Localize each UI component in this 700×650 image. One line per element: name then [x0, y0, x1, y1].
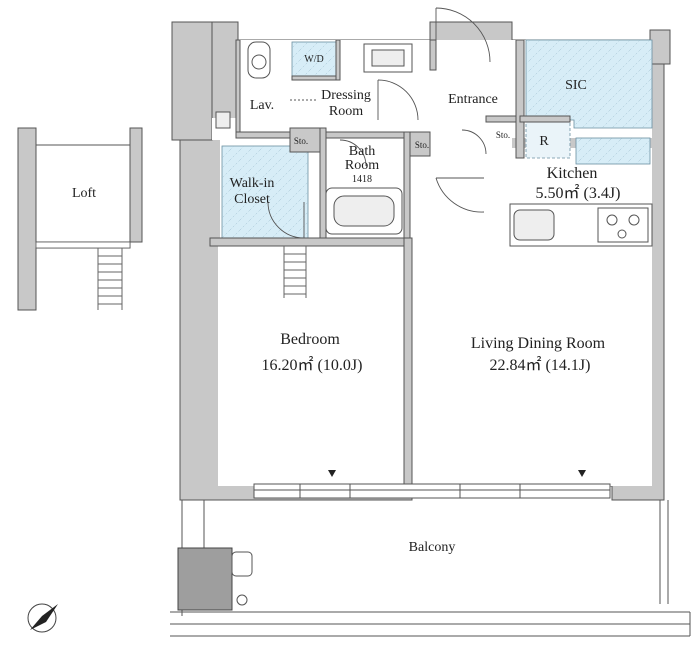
windows [253, 483, 611, 499]
compass-icon [27, 603, 58, 633]
fixtures [215, 41, 653, 247]
sto-label-2: Sto. [414, 140, 430, 150]
entrance-label: Entrance [448, 92, 498, 107]
balcony [170, 500, 691, 637]
outdoor-unit [177, 547, 233, 611]
bedroom-label: Bedroom [280, 331, 340, 348]
living-dining-room-label: Living Dining Room [470, 335, 606, 352]
bath-room-label-1: Bath [348, 144, 376, 159]
lav-label: Lav. [249, 98, 275, 113]
balcony-label: Balcony [408, 540, 456, 555]
wet-areas [221, 39, 653, 239]
living-dining-room-area-label: 22.84㎡ (14.1J) [489, 357, 591, 374]
bedroom-area-label: 16.20㎡ (10.0J) [261, 357, 363, 374]
walk-in-closet-label-1: Walk-in [229, 176, 275, 191]
refrigerator-label: R [539, 134, 549, 149]
door-swings [267, 7, 491, 239]
wd-label: W/D [304, 54, 324, 65]
kitchen-label: Kitchen [546, 165, 598, 182]
partitions [209, 39, 571, 487]
loft-stairs [283, 246, 307, 298]
walk-in-closet-label-2: Closet [234, 192, 270, 207]
entry-arrows [328, 470, 586, 477]
drain-icon [236, 594, 248, 606]
sink-icon [513, 209, 555, 241]
sto-label-3: Sto. [495, 130, 511, 140]
sto-label-1: Sto. [293, 136, 309, 146]
loft [17, 127, 143, 311]
sic-label: SIC [565, 78, 587, 93]
dressing-room-label-2: Room [328, 104, 364, 119]
loft-label: Loft [71, 186, 97, 201]
bath-room-label-2: Room [344, 158, 380, 173]
bath-size-label: 1418 [352, 174, 372, 185]
kitchen-area-label: 5.50㎡ (3.4J) [535, 185, 621, 202]
dressing-room-label-1: Dressing [321, 88, 371, 103]
loft-ladder [97, 248, 123, 310]
